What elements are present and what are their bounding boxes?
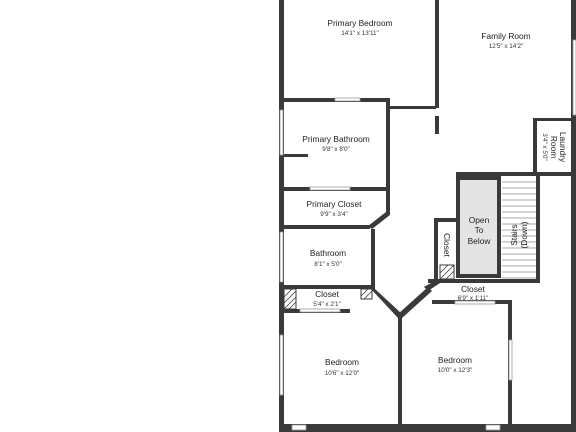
window-primary-bathroom <box>279 109 284 156</box>
room-bedroom-left: Bedroom 10'6" x 12'0" <box>325 357 360 377</box>
room-name: Primary Bedroom <box>327 18 392 28</box>
window-bedroom-left <box>279 334 284 396</box>
window-bottom-left <box>291 424 307 431</box>
room-dimensions: 10'0" x 12'3" <box>438 367 473 374</box>
room-primary-bedroom: Primary Bedroom 14'1" x 13'11" <box>327 18 392 37</box>
room-name: Primary Bathroom <box>302 134 370 144</box>
window-bathroom <box>279 231 284 283</box>
room-bathroom: Bathroom 8'1" x 5'0" <box>310 248 346 268</box>
stair-treads <box>502 181 536 279</box>
windows <box>279 39 576 431</box>
room-primary-closet: Primary Closet 9'9" x 3'4" <box>307 199 363 218</box>
room-family-room: Family Room 12'5" x 14'2" <box>481 31 530 50</box>
hatch-block-small <box>360 288 373 300</box>
door-gap-closet-right <box>454 300 496 305</box>
room-name: Closet <box>442 233 452 257</box>
room-closet-left: Closet 5'4" x 2'1" <box>313 289 341 308</box>
room-dimensions: 9'9" x 3'4" <box>320 211 348 218</box>
door-gap-primary-bedroom <box>334 97 361 102</box>
room-bedroom-right: Bedroom 10'0" x 12'3" <box>438 355 473 374</box>
room-name: Bedroom <box>438 355 472 365</box>
room-dimensions: 6'9" x 1'11" <box>458 295 489 302</box>
door-gap-closet-left <box>299 308 341 313</box>
room-hall-closet: Closet <box>442 233 452 257</box>
room-name: Primary Closet <box>307 199 363 209</box>
stairs-line2: (Down) <box>519 221 529 248</box>
room-dimensions: 5'4" x 2'1" <box>313 301 341 308</box>
room-name-line1: Laundry <box>558 132 568 163</box>
room-dimensions: 14'1" x 13'11" <box>341 30 379 37</box>
room-dimensions: 8'1" x 5'0" <box>314 261 342 268</box>
room-closet-right: Closet 6'9" x 1'11" <box>458 284 489 302</box>
room-name-line2: Room <box>549 136 559 158</box>
room-dimensions: 10'6" x 12'0" <box>325 370 360 377</box>
open-to-below-area <box>460 180 497 274</box>
window-family-room <box>572 39 576 116</box>
open-to-below-label: Open To Below <box>468 215 492 246</box>
label-line3: Below <box>468 236 492 246</box>
hatch-block-left <box>283 288 297 310</box>
room-laundry: Laundry Room 3'4" x 5'0" <box>541 132 568 163</box>
room-name: Closet <box>315 289 339 299</box>
label-line2: To <box>475 225 484 235</box>
door-gap-primary-closet <box>309 186 351 191</box>
room-name: Bathroom <box>310 248 346 258</box>
room-dimensions: 3'4" x 5'0" <box>541 133 548 161</box>
window-bedroom-right <box>508 339 513 381</box>
window-bottom-right <box>485 424 501 431</box>
stairs-line1: Stairs <box>509 224 519 245</box>
room-name: Family Room <box>481 31 530 41</box>
room-dimensions: 12'5" x 14'2" <box>489 43 524 50</box>
room-dimensions: 9'8" x 8'0" <box>322 146 350 153</box>
room-primary-bathroom: Primary Bathroom 9'8" x 8'0" <box>302 134 370 153</box>
label-line1: Open <box>469 215 490 225</box>
stairs-label: Stairs (Down) <box>509 221 529 248</box>
room-name: Closet <box>461 284 485 294</box>
hatch-block-mid <box>439 264 455 280</box>
room-name: Bedroom <box>325 357 359 367</box>
